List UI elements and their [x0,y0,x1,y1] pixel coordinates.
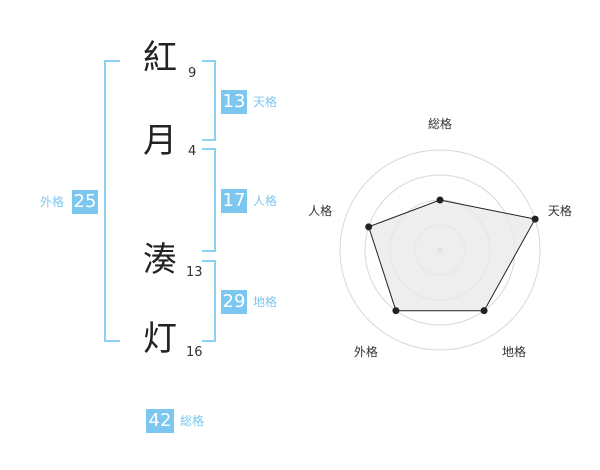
chikaku-bracket [202,260,216,342]
jinkaku-label: 人格 [253,194,278,208]
name-char-2: 月 [143,121,177,161]
tenkaku-bracket [202,60,216,141]
radar-axis-label: 外格 [354,344,378,359]
tenkaku-value: 13 [221,90,247,114]
radar-polygon [368,199,536,312]
jinkaku-value: 17 [221,189,247,213]
name-char-4: 灯 [143,319,177,359]
name-char-1: 紅 [143,38,177,78]
soukaku-value: 42 [146,409,174,433]
name-char-3: 湊 [143,240,177,280]
radar-point-3 [480,307,488,315]
tenkaku-label: 天格 [253,95,278,109]
radar-point-1 [436,196,444,204]
chikaku-label: 地格 [253,295,278,309]
gaikaku-bracket [104,60,120,342]
radar-ring [339,149,541,351]
radar-axis-label: 地格 [502,344,526,359]
radar-axis-label: 総格 [428,116,452,131]
soukaku-label: 総格 [180,414,205,428]
stroke-count-1: 9 [188,66,197,81]
stroke-count-2: 4 [188,144,197,159]
stroke-count-3: 13 [186,265,203,280]
stroke-count-4: 16 [186,345,203,360]
radar-point-2 [531,215,539,223]
gaikaku-label: 外格 [40,195,65,209]
radar-axis-label: 天格 [548,203,572,218]
radar-point-5 [365,223,373,231]
chikaku-value: 29 [221,290,247,314]
gaikaku-value: 25 [72,190,98,214]
jinkaku-bracket [202,148,216,252]
radar-point-4 [392,307,400,315]
radar-axis-label: 人格 [308,203,332,218]
